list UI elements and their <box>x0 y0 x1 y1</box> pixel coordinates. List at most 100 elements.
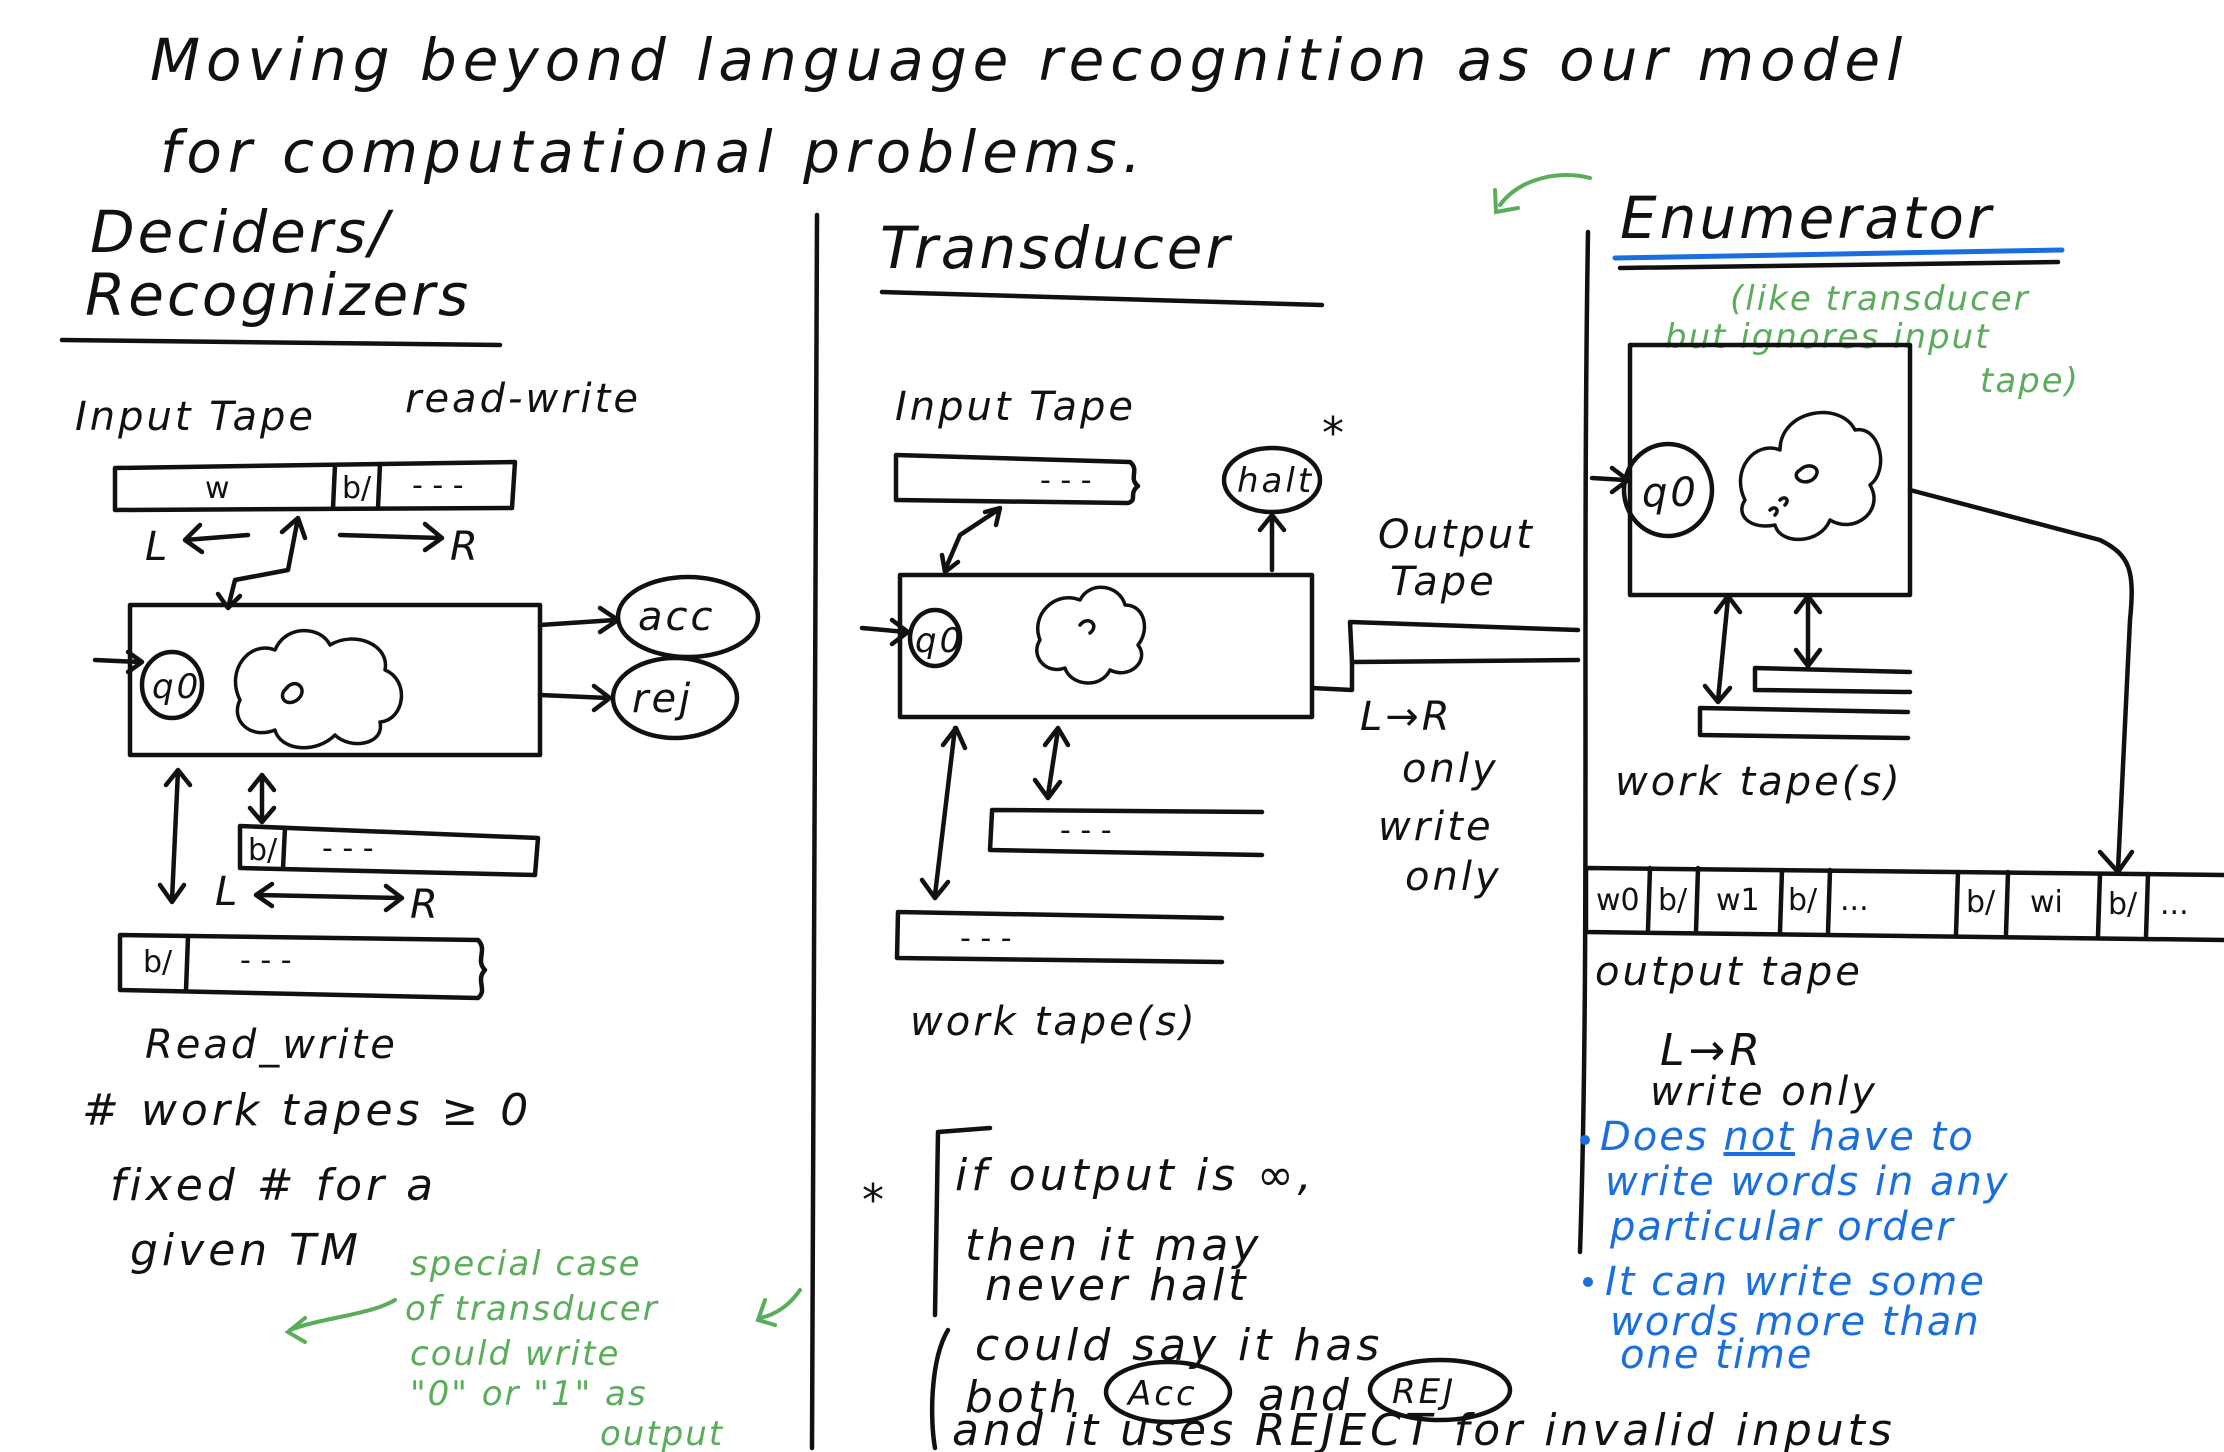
output-arrow <box>1309 659 1355 693</box>
tape-cell: - - - <box>412 468 464 503</box>
deciders-start-state <box>139 649 205 721</box>
title-line1: Moving beyond language recognition as ou… <box>150 26 1908 94</box>
transducer-only2: only <box>1405 854 1502 900</box>
transducer-work-tape-2: - - - <box>894 909 1225 965</box>
tape-cell: b/ <box>2108 887 2138 922</box>
work-tape-arrow-2 <box>247 772 277 825</box>
note-acc-circle <box>1103 1359 1233 1425</box>
head-arrow <box>215 515 308 611</box>
tape-cell: b/ <box>248 833 278 868</box>
note-rej-circle <box>1367 1357 1513 1423</box>
deciders-input-tape-mode: read-write <box>405 376 641 422</box>
deciders-heading-underline <box>59 337 503 348</box>
left-arrow <box>182 522 251 555</box>
tape-cell: b/ <box>1788 883 1818 918</box>
work-tape-arrow-1 <box>157 767 193 905</box>
deciders-read-write-label: Read_write <box>145 1022 398 1068</box>
tape-cell: - - - <box>1040 463 1092 498</box>
note-acc: Acc <box>1126 1374 1198 1414</box>
deciders-fixed-line1: fixed # for a <box>110 1160 437 1211</box>
tape-cell: w0 <box>1596 883 1640 918</box>
enumerator-output-dir: L→R <box>1660 1025 1764 1076</box>
deciders-input-tape: w b/ - - - <box>112 459 518 513</box>
special-case-line: "0" or "1" as <box>410 1374 648 1414</box>
title: Moving beyond language recognition as ou… <box>150 26 1908 186</box>
divider-left <box>809 212 820 1451</box>
green-curve-arrow <box>1493 173 1592 215</box>
note-line2: then it may <box>965 1220 1262 1271</box>
transducer-note: * if output is ∞, then it may never halt… <box>862 1125 1896 1452</box>
deciders-work-tapes-count: # work tapes ≥ 0 <box>82 1085 532 1136</box>
special-case-line: could write <box>410 1334 620 1374</box>
enumerator-section: Enumerator (like transducer but ignores … <box>1493 173 2224 1378</box>
output-tape-label-line2: Tape <box>1390 559 1497 605</box>
note-bracket <box>929 1125 993 1451</box>
deciders-input-tape-label: Input Tape <box>75 394 316 440</box>
start-arrow <box>1589 465 1631 495</box>
transducer-output-tape <box>1347 619 1581 665</box>
deciders-reject-state <box>610 655 740 741</box>
bullet2-line2: words more than <box>1610 1299 1981 1345</box>
special-case-note: special case of transducer could write "… <box>284 1244 802 1452</box>
transducer-input-tape-label: Input Tape <box>895 384 1136 430</box>
deciders-heading-line2: Recognizers <box>85 261 471 329</box>
halt-arrow <box>1257 512 1287 573</box>
special-case-line: of transducer <box>405 1289 659 1329</box>
note-both: both <box>965 1372 1081 1423</box>
transducer-halt-mark: * <box>1322 408 1348 459</box>
transducer-output-dir: L→R <box>1360 694 1453 740</box>
transducer-work-tape-1: - - - <box>987 807 1265 858</box>
tape-cell: ... <box>1840 883 1869 918</box>
work-dir-right: R <box>410 882 441 928</box>
cloud-icon <box>233 628 403 750</box>
work-tape-arrow-1 <box>1032 725 1071 801</box>
enumerator-heading: Enumerator <box>1620 184 1994 252</box>
tape-cell: - - - <box>960 921 1012 956</box>
transducer-heading-underline <box>879 289 1325 308</box>
tape-cell: b/ <box>143 945 173 980</box>
work-dir-left: L <box>215 869 240 915</box>
enumerator-work-tape-1 <box>1752 665 1913 695</box>
cloud-icon <box>1035 585 1147 685</box>
tape-cell: w <box>205 471 230 506</box>
green-arrow-left <box>284 1298 397 1344</box>
special-case-line: special case <box>410 1244 642 1284</box>
note-line6: and it uses REJECT for invalid inputs <box>952 1405 1896 1452</box>
tape-cell: wi <box>2030 885 2063 920</box>
transducer-section: Transducer Input Tape - - - halt * q0 Ou… <box>859 214 1896 1452</box>
enumerator-output-tape-label: output tape <box>1595 949 1863 995</box>
enumerator-bullets: Does not have to write words in any part… <box>1580 1114 2010 1378</box>
note-line3: never halt <box>985 1260 1249 1311</box>
deciders-start-state-label: q0 <box>152 667 201 707</box>
enumerator-write-only: write only <box>1650 1069 1878 1115</box>
tape-cell: w1 <box>1716 883 1760 918</box>
bullet1-line1: Does not have to <box>1600 1114 1975 1160</box>
tape-cell: ... <box>2160 887 2189 922</box>
transducer-work-tapes-label: work tape(s) <box>910 999 1198 1045</box>
work-tape-arrow-1 <box>1702 593 1743 705</box>
bullet2-line3: one time <box>1620 1332 1814 1378</box>
work-dir-arrow <box>253 881 405 913</box>
enumerator-start-state-label: q0 <box>1642 470 1699 516</box>
deciders-dir-right: R <box>450 524 481 570</box>
enumerator-start-state <box>1621 441 1715 539</box>
tape-cell: b/ <box>1966 885 1996 920</box>
note-line1: if output is ∞, <box>955 1150 1316 1201</box>
deciders-section: Deciders/ Recognizers Input Tape read-wr… <box>59 198 802 1452</box>
note-star: * <box>862 1175 888 1226</box>
bullet-dot <box>1583 1277 1593 1287</box>
transducer-only1: only <box>1402 746 1499 792</box>
work-tape-arrow-2 <box>919 725 968 901</box>
transducer-start-state <box>907 607 963 669</box>
deciders-work-tape-2: b/ - - - <box>117 932 488 1001</box>
enumerator-work-tape-2 <box>1697 705 1911 741</box>
tape-cell: - - - <box>240 943 292 978</box>
accept-arrow <box>537 605 621 635</box>
note-rej: REJ <box>1392 1372 1456 1412</box>
cloud-icon <box>1738 410 1883 542</box>
enumerator-note-line: but ignores input <box>1665 317 1991 357</box>
bullet2-line1: It can write some <box>1605 1259 1986 1305</box>
reject-arrow <box>537 683 613 713</box>
bullet1-line2: write words in any <box>1605 1159 2010 1205</box>
transducer-input-tape: - - - <box>893 452 1141 506</box>
